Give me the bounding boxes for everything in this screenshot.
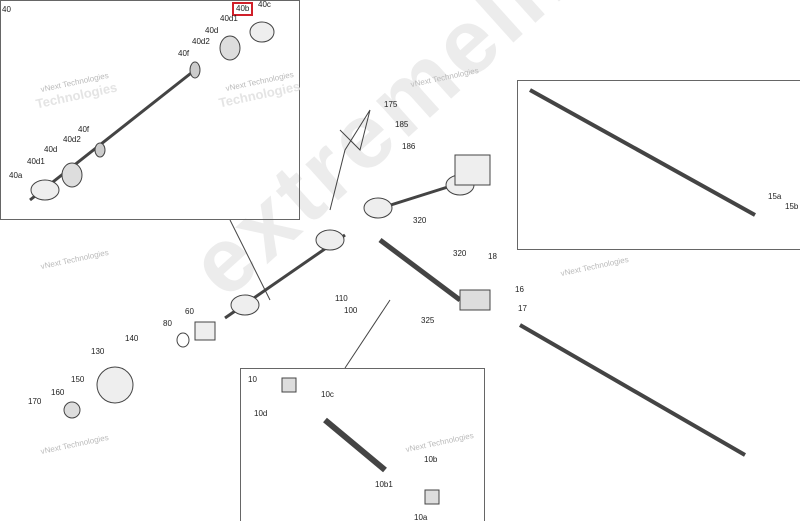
part-label[interactable]: 40d2	[63, 135, 81, 144]
part-label[interactable]: 186	[402, 142, 416, 151]
inset-title-40: 40	[2, 5, 11, 14]
part-label[interactable]: 175	[384, 100, 398, 109]
part-label[interactable]: 10d	[254, 409, 268, 418]
label-40b-highlighted[interactable]: 40b	[232, 2, 254, 16]
part-label[interactable]: 40d	[44, 145, 58, 154]
part-label[interactable]: 40f	[178, 49, 190, 58]
part-label[interactable]: 40d1	[220, 14, 238, 23]
part-label[interactable]: 15b	[785, 202, 799, 211]
part-label[interactable]: 60	[185, 307, 194, 316]
part-label[interactable]: 40c	[258, 0, 271, 9]
part-label[interactable]: 185	[395, 120, 409, 129]
part-label[interactable]: 40f	[78, 125, 90, 134]
part-label[interactable]: 325	[421, 316, 435, 325]
part-label[interactable]: 16	[515, 285, 524, 294]
part-label[interactable]: 18	[488, 252, 497, 261]
part-label[interactable]: 100	[344, 306, 358, 315]
part-label[interactable]: 80	[163, 319, 172, 328]
part-label[interactable]: 130	[91, 347, 105, 356]
part-label[interactable]: 10c	[321, 390, 334, 399]
part-label[interactable]: 40a	[9, 171, 23, 180]
part-label[interactable]: 320	[413, 216, 427, 225]
part-label[interactable]: 10b	[424, 455, 438, 464]
part-label[interactable]: 40d	[205, 26, 219, 35]
part-label[interactable]: 320	[453, 249, 467, 258]
part-label[interactable]: 40d2	[192, 37, 210, 46]
inset-title-10: 10	[248, 375, 257, 384]
inset-rear-shaft	[517, 80, 800, 250]
part-label[interactable]: 17	[518, 304, 527, 313]
part-label[interactable]: 10a	[414, 513, 428, 521]
part-label[interactable]: 15a	[768, 192, 782, 201]
inset-front-axle	[0, 0, 300, 220]
part-label[interactable]: 110	[335, 294, 348, 303]
part-label[interactable]: 140	[125, 334, 139, 343]
part-label[interactable]: 170	[28, 397, 42, 406]
part-label[interactable]: 40d1	[27, 157, 45, 166]
part-label[interactable]: 150	[71, 375, 85, 384]
part-label[interactable]: 160	[51, 388, 65, 397]
part-label[interactable]: 10b1	[375, 480, 393, 489]
inset-propshaft	[240, 368, 485, 521]
